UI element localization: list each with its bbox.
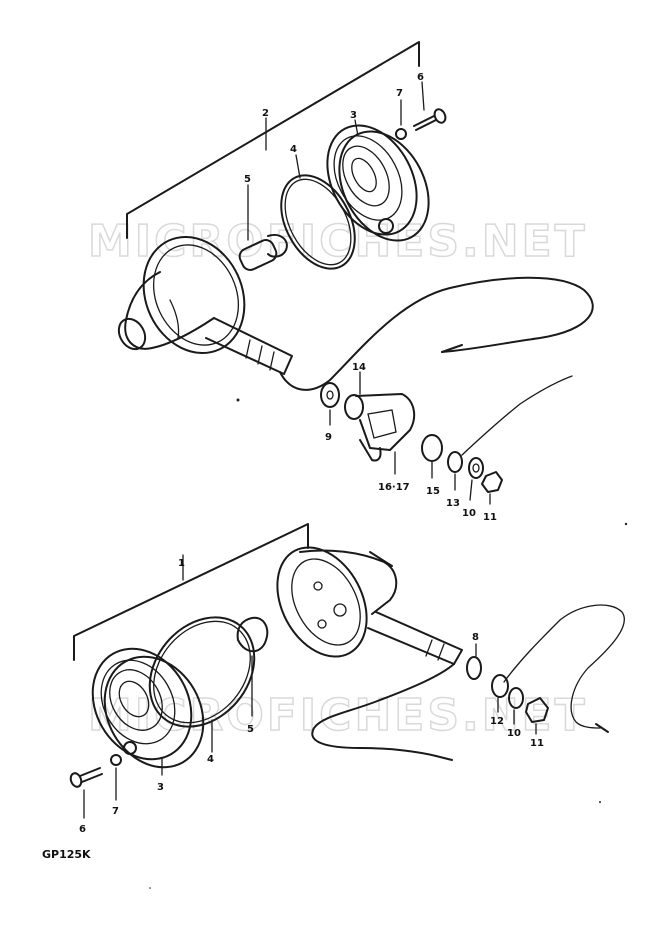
callout-12: 12 bbox=[490, 716, 504, 727]
lower-washer-7 bbox=[110, 754, 122, 766]
nut-15 bbox=[421, 434, 443, 462]
watermark-top: MICROFICHES.NET bbox=[88, 216, 588, 267]
callout-5-upper: 5 bbox=[244, 174, 251, 185]
upper-lens bbox=[326, 119, 430, 242]
callout-7-upper: 7 bbox=[396, 88, 403, 99]
callout-16-17: 16·17 bbox=[378, 482, 410, 493]
callout-labels: 2 3 4 5 6 7 9 14 16·17 15 13 10 11 1 3 4… bbox=[79, 72, 544, 835]
mounting-bracket bbox=[344, 371, 416, 475]
lower-screw-6 bbox=[69, 767, 103, 819]
callout-10-upper: 10 bbox=[462, 508, 476, 519]
callout-15: 15 bbox=[426, 486, 440, 497]
washer-8 bbox=[466, 656, 482, 680]
lower-turn-signal-assembly bbox=[69, 523, 625, 819]
callout-3-upper: 3 bbox=[350, 110, 357, 121]
washer-10-upper bbox=[468, 457, 484, 479]
lower-ground-wire bbox=[503, 604, 625, 729]
callout-5-lower: 5 bbox=[247, 724, 254, 735]
lower-gasket-ring bbox=[148, 616, 256, 728]
upper-screw-6 bbox=[413, 81, 447, 131]
group-bracket-1 bbox=[73, 523, 309, 661]
washer-10-lower bbox=[508, 687, 524, 709]
upper-turn-signal-assembly bbox=[117, 41, 594, 505]
callout-8: 8 bbox=[472, 632, 479, 643]
lower-lens bbox=[91, 647, 205, 776]
leader-4 bbox=[295, 154, 301, 179]
callout-11-lower: 11 bbox=[530, 738, 544, 749]
model-code: GP125K bbox=[42, 848, 91, 861]
lower-wire bbox=[311, 663, 455, 757]
nut-11-upper bbox=[481, 471, 503, 493]
upper-gasket-ring bbox=[280, 174, 356, 270]
callout-9: 9 bbox=[325, 432, 332, 443]
callout-6-upper: 6 bbox=[417, 72, 424, 83]
upper-housing bbox=[117, 235, 293, 375]
nut-11-lower bbox=[525, 697, 549, 723]
callout-7-lower: 7 bbox=[112, 806, 119, 817]
callout-6-lower: 6 bbox=[79, 824, 86, 835]
group-bracket-2 bbox=[126, 41, 420, 239]
callout-10-lower: 10 bbox=[507, 728, 521, 739]
callout-2: 2 bbox=[262, 108, 269, 119]
washer-13 bbox=[447, 451, 463, 473]
lower-housing bbox=[276, 546, 463, 665]
upper-washer-7 bbox=[395, 128, 407, 140]
callout-4-upper: 4 bbox=[290, 144, 297, 155]
callout-3-lower: 3 bbox=[157, 782, 164, 793]
upper-wire bbox=[279, 276, 594, 391]
callout-4-lower: 4 bbox=[207, 754, 214, 765]
upper-bulb bbox=[238, 184, 288, 271]
callout-14: 14 bbox=[352, 362, 366, 373]
washer-12 bbox=[491, 674, 509, 698]
callout-1: 1 bbox=[178, 558, 185, 569]
upper-ground-wire bbox=[461, 375, 573, 456]
washer-9 bbox=[320, 382, 340, 408]
callout-13: 13 bbox=[446, 498, 460, 509]
callout-11-upper: 11 bbox=[483, 512, 497, 523]
